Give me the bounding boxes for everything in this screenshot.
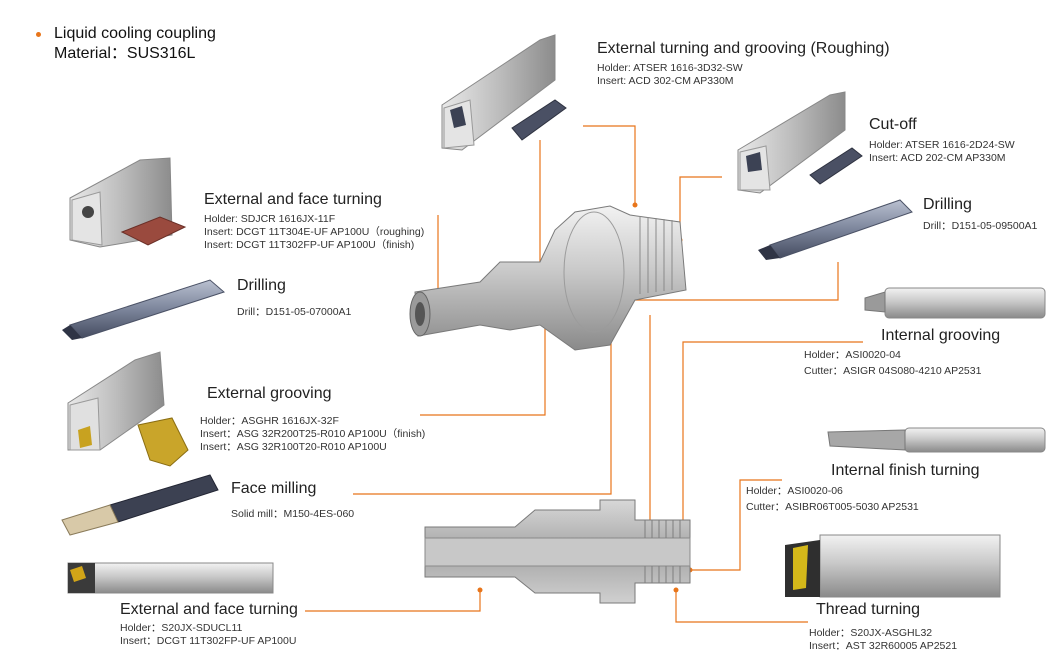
insert-image-acd302 (511, 99, 567, 141)
holder-image-atser-2d24 (737, 91, 846, 194)
op-line: Holder：S20JX-SDUCL11 (120, 622, 243, 634)
op-line: Solid mill：M150-4ES-060 (231, 508, 355, 520)
holder-image-asghr (67, 351, 165, 451)
material-text: Material：SUS316L (54, 45, 196, 62)
op-line: Insert：DCGT 11T302FP-UF AP100U (120, 635, 297, 647)
op-title-internal-grooving: Internal grooving (881, 327, 1001, 344)
leader-thread (675, 590, 808, 623)
holder-image-s20jx-sducl (67, 562, 274, 594)
bar-image-asi0020-06 (827, 427, 1046, 453)
insert-image-dcgt (120, 216, 187, 246)
op-line: Drill：D151-05-07000A1 (237, 306, 352, 318)
op-line: Holder：ASI0020-04 (804, 349, 901, 361)
op-line: Holder：ASI0020-06 (746, 485, 843, 497)
coupling-part-image (409, 205, 687, 351)
op-line: Cutter：ASIBR06T005-5030 AP2531 (746, 501, 919, 513)
header-bullet (36, 32, 41, 37)
op-line: Insert：AST 32R60005 AP2521 (809, 640, 958, 652)
leader-ext-grooving (420, 300, 546, 416)
op-line: Insert：ASG 32R100T20-R010 AP100U (200, 441, 387, 453)
op-line: Insert: DCGT 11T302FP-UF AP100U（finish) (204, 239, 415, 251)
op-title-internal-finish: Internal finish turning (831, 462, 980, 479)
op-line: Insert: ACD 202-CM AP330M (869, 152, 1006, 164)
insert-image-acd202 (809, 147, 863, 185)
solid-mill-image (61, 474, 219, 536)
insert-image-asg (137, 417, 189, 467)
op-line: Insert: ACD 302-CM AP330M (597, 75, 734, 87)
leader-bottom-ext-face (305, 590, 481, 612)
part-section-image (424, 499, 691, 604)
holder-image-s20jx-asghl32 (785, 534, 1001, 598)
op-title-cutoff: Cut-off (869, 116, 917, 133)
op-title-drilling-left: Drilling (237, 277, 286, 294)
leader-internal-finish (690, 479, 782, 571)
op-line: Cutter：ASIGR 04S080-4210 AP2531 (804, 365, 982, 377)
op-line: Insert：ASG 32R200T25-R010 AP100U（finish) (200, 428, 426, 440)
op-line: Holder：S20JX-ASGHL32 (809, 627, 933, 639)
op-title-face-milling: Face milling (231, 480, 317, 497)
drill-image-left (62, 279, 226, 340)
leader-drilling-right (610, 262, 839, 301)
op-line: Holder: ATSER 1616-2D24-SW (869, 139, 1015, 151)
leader-face-milling (353, 300, 612, 495)
op-title-ext-turning-roughing: External turning and grooving (Roughing) (597, 40, 890, 57)
op-line: Holder：ASGHR 1616JX-32F (200, 415, 339, 427)
op-line: Holder: ATSER 1616-3D32-SW (597, 62, 743, 74)
leader-lines (305, 125, 863, 623)
leader-cutoff (679, 176, 722, 240)
op-title-ext-grooving: External grooving (207, 385, 332, 402)
leader-ext-turning-roughing (583, 125, 636, 205)
op-title-thread-turning: Thread turning (816, 601, 921, 618)
holder-image-atser-3d32 (441, 34, 556, 151)
drill-image-right (758, 199, 913, 260)
leader-internal-grooving (682, 341, 863, 570)
op-title-ext-face-turning: External and face turning (204, 191, 382, 208)
op-title-drilling-right: Drilling (923, 196, 972, 213)
op-title-ext-face-turning-2: External and face turning (120, 601, 298, 618)
op-line: Holder: SDJCR 1616JX-11F (204, 213, 336, 225)
op-line: Drill：D151-05-09500A1 (923, 220, 1038, 232)
product-title: Liquid cooling coupling (54, 25, 216, 42)
bar-image-asi0020-04 (864, 287, 1046, 319)
op-line: Insert: DCGT 11T304E-UF AP100U（roughing) (204, 226, 425, 238)
